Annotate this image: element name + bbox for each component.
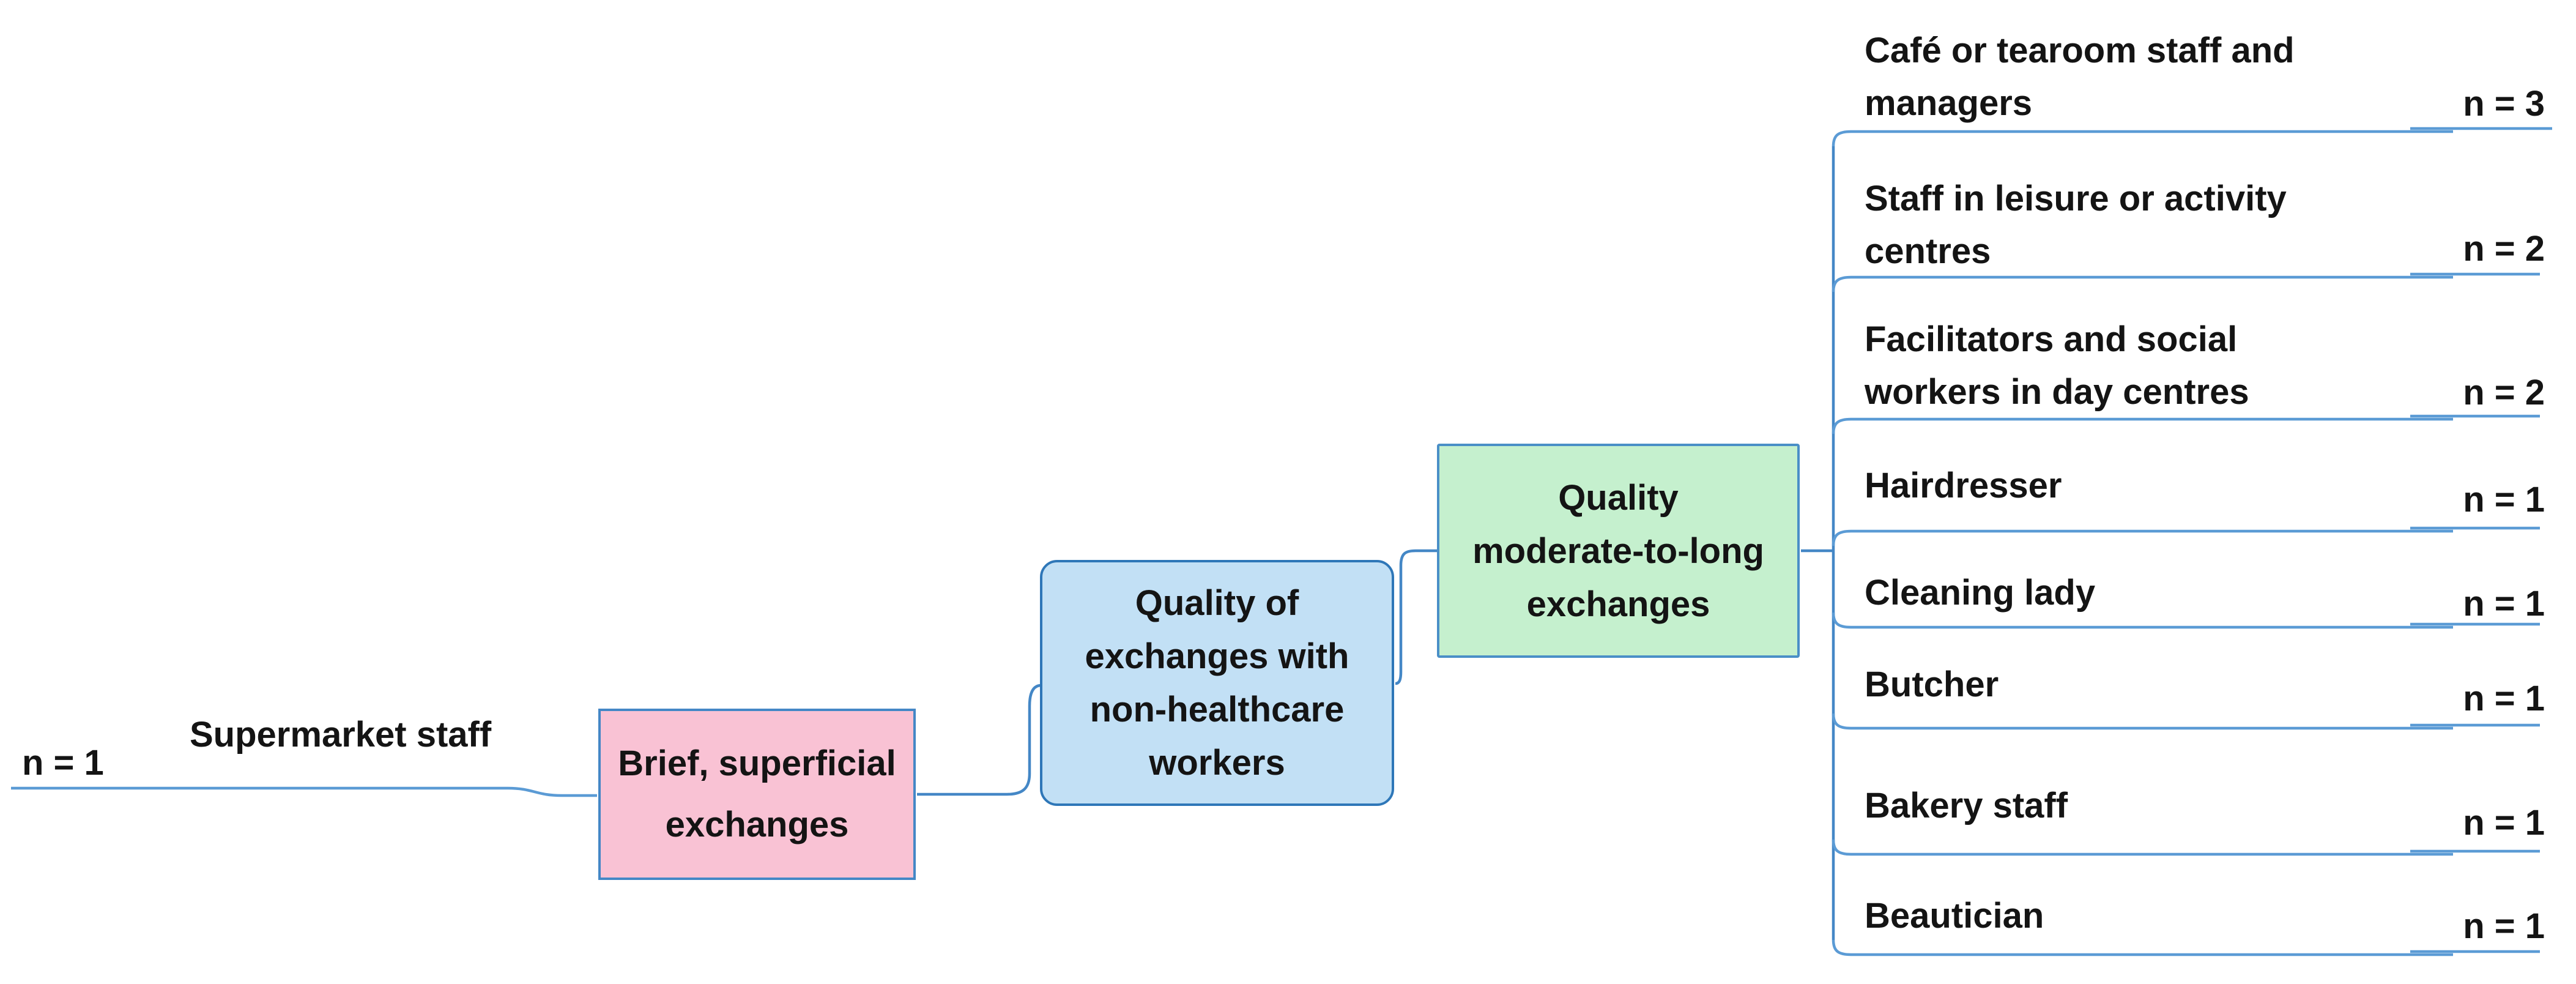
supermarket-branch-line: [11, 786, 597, 797]
leaf-label: Beautician: [1865, 896, 2044, 936]
leaf-label: Cleaning lady: [1865, 573, 2096, 613]
quality-exchanges-node: Quality moderate-to-long exchanges: [1437, 444, 1800, 658]
leaf-n-label: n = 1: [2463, 480, 2545, 520]
brief-node-line: exchanges: [665, 805, 849, 844]
brief-node-line: Brief, superficial: [618, 744, 896, 783]
root-node: Quality of exchanges with non-healthcare…: [1040, 560, 1394, 806]
quality-node-line: moderate-to-long: [1472, 531, 1764, 571]
leaf-label: Butcher: [1865, 665, 1999, 704]
root-to-quality-connector: [1395, 549, 1438, 685]
leaf-n-label: n = 1: [2463, 679, 2545, 718]
supermarket-n-label: n = 1: [22, 743, 104, 783]
hairdresser-leaf-line: [1832, 529, 2453, 546]
butcher-leaf-line: [1832, 713, 2453, 730]
cleaning-leaf-line: [1832, 612, 2453, 629]
root-node-line: workers: [1149, 743, 1285, 783]
leaf-n-label: n = 2: [2463, 373, 2545, 412]
quality-node-line: exchanges: [1526, 584, 1710, 624]
cafe-leaf-line: [1832, 130, 2453, 147]
leaf-n-label: n = 3: [2463, 84, 2545, 124]
root-node-line: exchanges with: [1085, 636, 1349, 676]
leaf-label: Bakery staff: [1865, 786, 2068, 826]
bakery-leaf-line: [1832, 839, 2453, 856]
supermarket-leaf-label: Supermarket staff: [190, 715, 492, 755]
root-node-line: Quality of: [1135, 583, 1299, 623]
leaf-n-label: n = 1: [2463, 906, 2545, 946]
root-node-line: non-healthcare: [1089, 690, 1345, 729]
leaf-label: centres: [1865, 231, 1991, 271]
leaf-label: Facilitators and social: [1865, 319, 2238, 359]
leaf-n-label: n = 1: [2463, 584, 2545, 624]
quality-node-line: Quality: [1558, 477, 1679, 518]
leaf-label: workers in day centres: [1865, 372, 2249, 412]
leaf-n-label: n = 2: [2463, 229, 2545, 269]
facilitators-leaf-line: [1832, 417, 2453, 434]
leisure-leaf-line: [1832, 275, 2453, 293]
leaf-label: Hairdresser: [1865, 466, 2062, 505]
brief-to-root-connector: [917, 684, 1042, 796]
leaf-label: Staff in leisure or activity: [1865, 179, 2287, 218]
leaf-n-label: n = 1: [2463, 803, 2545, 843]
leaf-label: managers: [1865, 83, 2033, 123]
leaf-label: Café or tearoom staff and: [1865, 31, 2295, 70]
beautician-leaf-line: [1832, 939, 2453, 956]
brief-exchanges-node: Brief, superficial exchanges: [598, 709, 916, 880]
